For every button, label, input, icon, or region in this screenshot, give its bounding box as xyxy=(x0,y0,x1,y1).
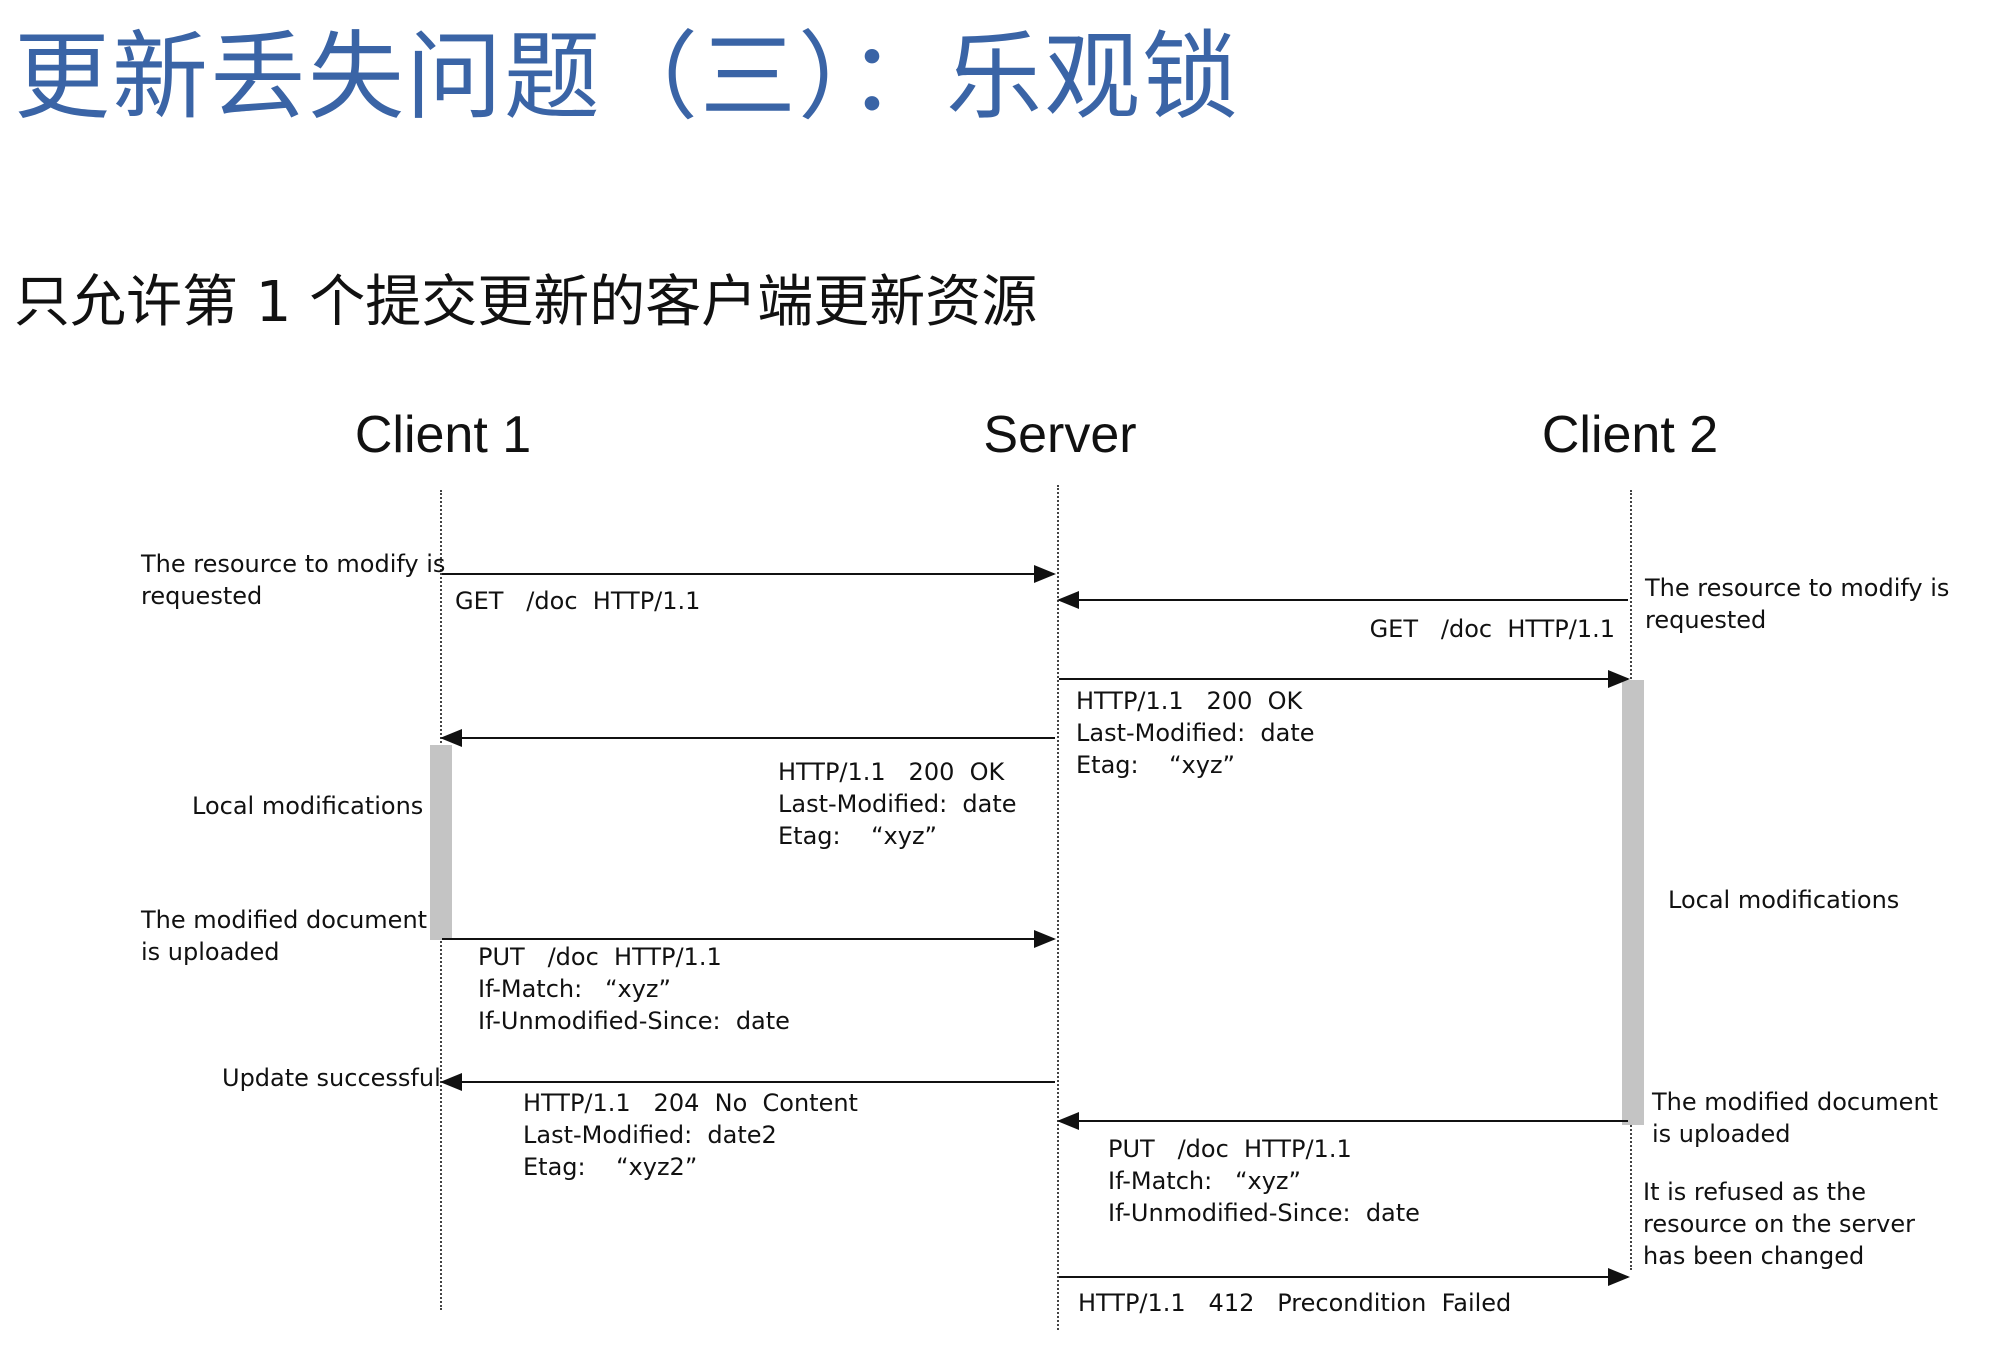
msg-c1-put: PUT /doc HTTP/1.1 If-Match: “xyz” If-Unm… xyxy=(478,943,790,1035)
note-c1-local: Local modifications xyxy=(192,792,424,820)
page-title: 更新丢失问题（三）：乐观锁 xyxy=(14,21,1240,133)
actor-client2: Client 2 xyxy=(1541,406,1719,464)
arrow-server-to-c1-204 xyxy=(440,1073,1055,1091)
arrow-c2-put xyxy=(1057,1112,1628,1130)
page-subtitle: 只允许第 1 个提交更新的客户端更新资源 xyxy=(14,270,1038,335)
arrow-server-to-c1-200 xyxy=(440,729,1055,747)
actor-client1: Client 1 xyxy=(354,406,532,464)
actor-server: Server xyxy=(983,406,1137,464)
arrow-c1-get xyxy=(442,565,1056,583)
note-c1-upload: The modified document is uploaded xyxy=(141,906,428,966)
note-c1-request: The resource to modify is requested xyxy=(141,550,446,610)
note-c2-refused: It is refused as the resource on the ser… xyxy=(1643,1178,1915,1270)
msg-server-to-c2-200: HTTP/1.1 200 OK Last-Modified: date Etag… xyxy=(1076,687,1315,779)
arrow-server-to-c2-412 xyxy=(1059,1268,1630,1286)
msg-server-to-c2-412: HTTP/1.1 412 Precondition Failed xyxy=(1078,1289,1512,1317)
arrow-server-to-c2-200 xyxy=(1059,670,1630,688)
activation-bar-client2 xyxy=(1622,680,1644,1125)
msg-server-to-c1-200: HTTP/1.1 200 OK Last-Modified: date Etag… xyxy=(778,758,1017,850)
note-c2-local: Local modifications xyxy=(1668,886,1900,914)
note-c1-success: Update successful xyxy=(222,1064,441,1092)
arrow-c1-put xyxy=(442,930,1056,948)
msg-c2-get: GET /doc HTTP/1.1 xyxy=(1369,615,1615,643)
note-c2-upload: The modified document is uploaded xyxy=(1652,1088,1939,1148)
arrow-c2-get xyxy=(1057,591,1628,609)
msg-c1-get: GET /doc HTTP/1.1 xyxy=(455,587,701,615)
note-c2-request: The resource to modify is requested xyxy=(1645,574,1950,634)
activation-bar-client1 xyxy=(430,745,452,940)
msg-server-to-c1-204: HTTP/1.1 204 No Content Last-Modified: d… xyxy=(523,1089,858,1181)
msg-c2-put: PUT /doc HTTP/1.1 If-Match: “xyz” If-Unm… xyxy=(1108,1135,1420,1227)
lifeline-server xyxy=(1057,485,1059,1330)
